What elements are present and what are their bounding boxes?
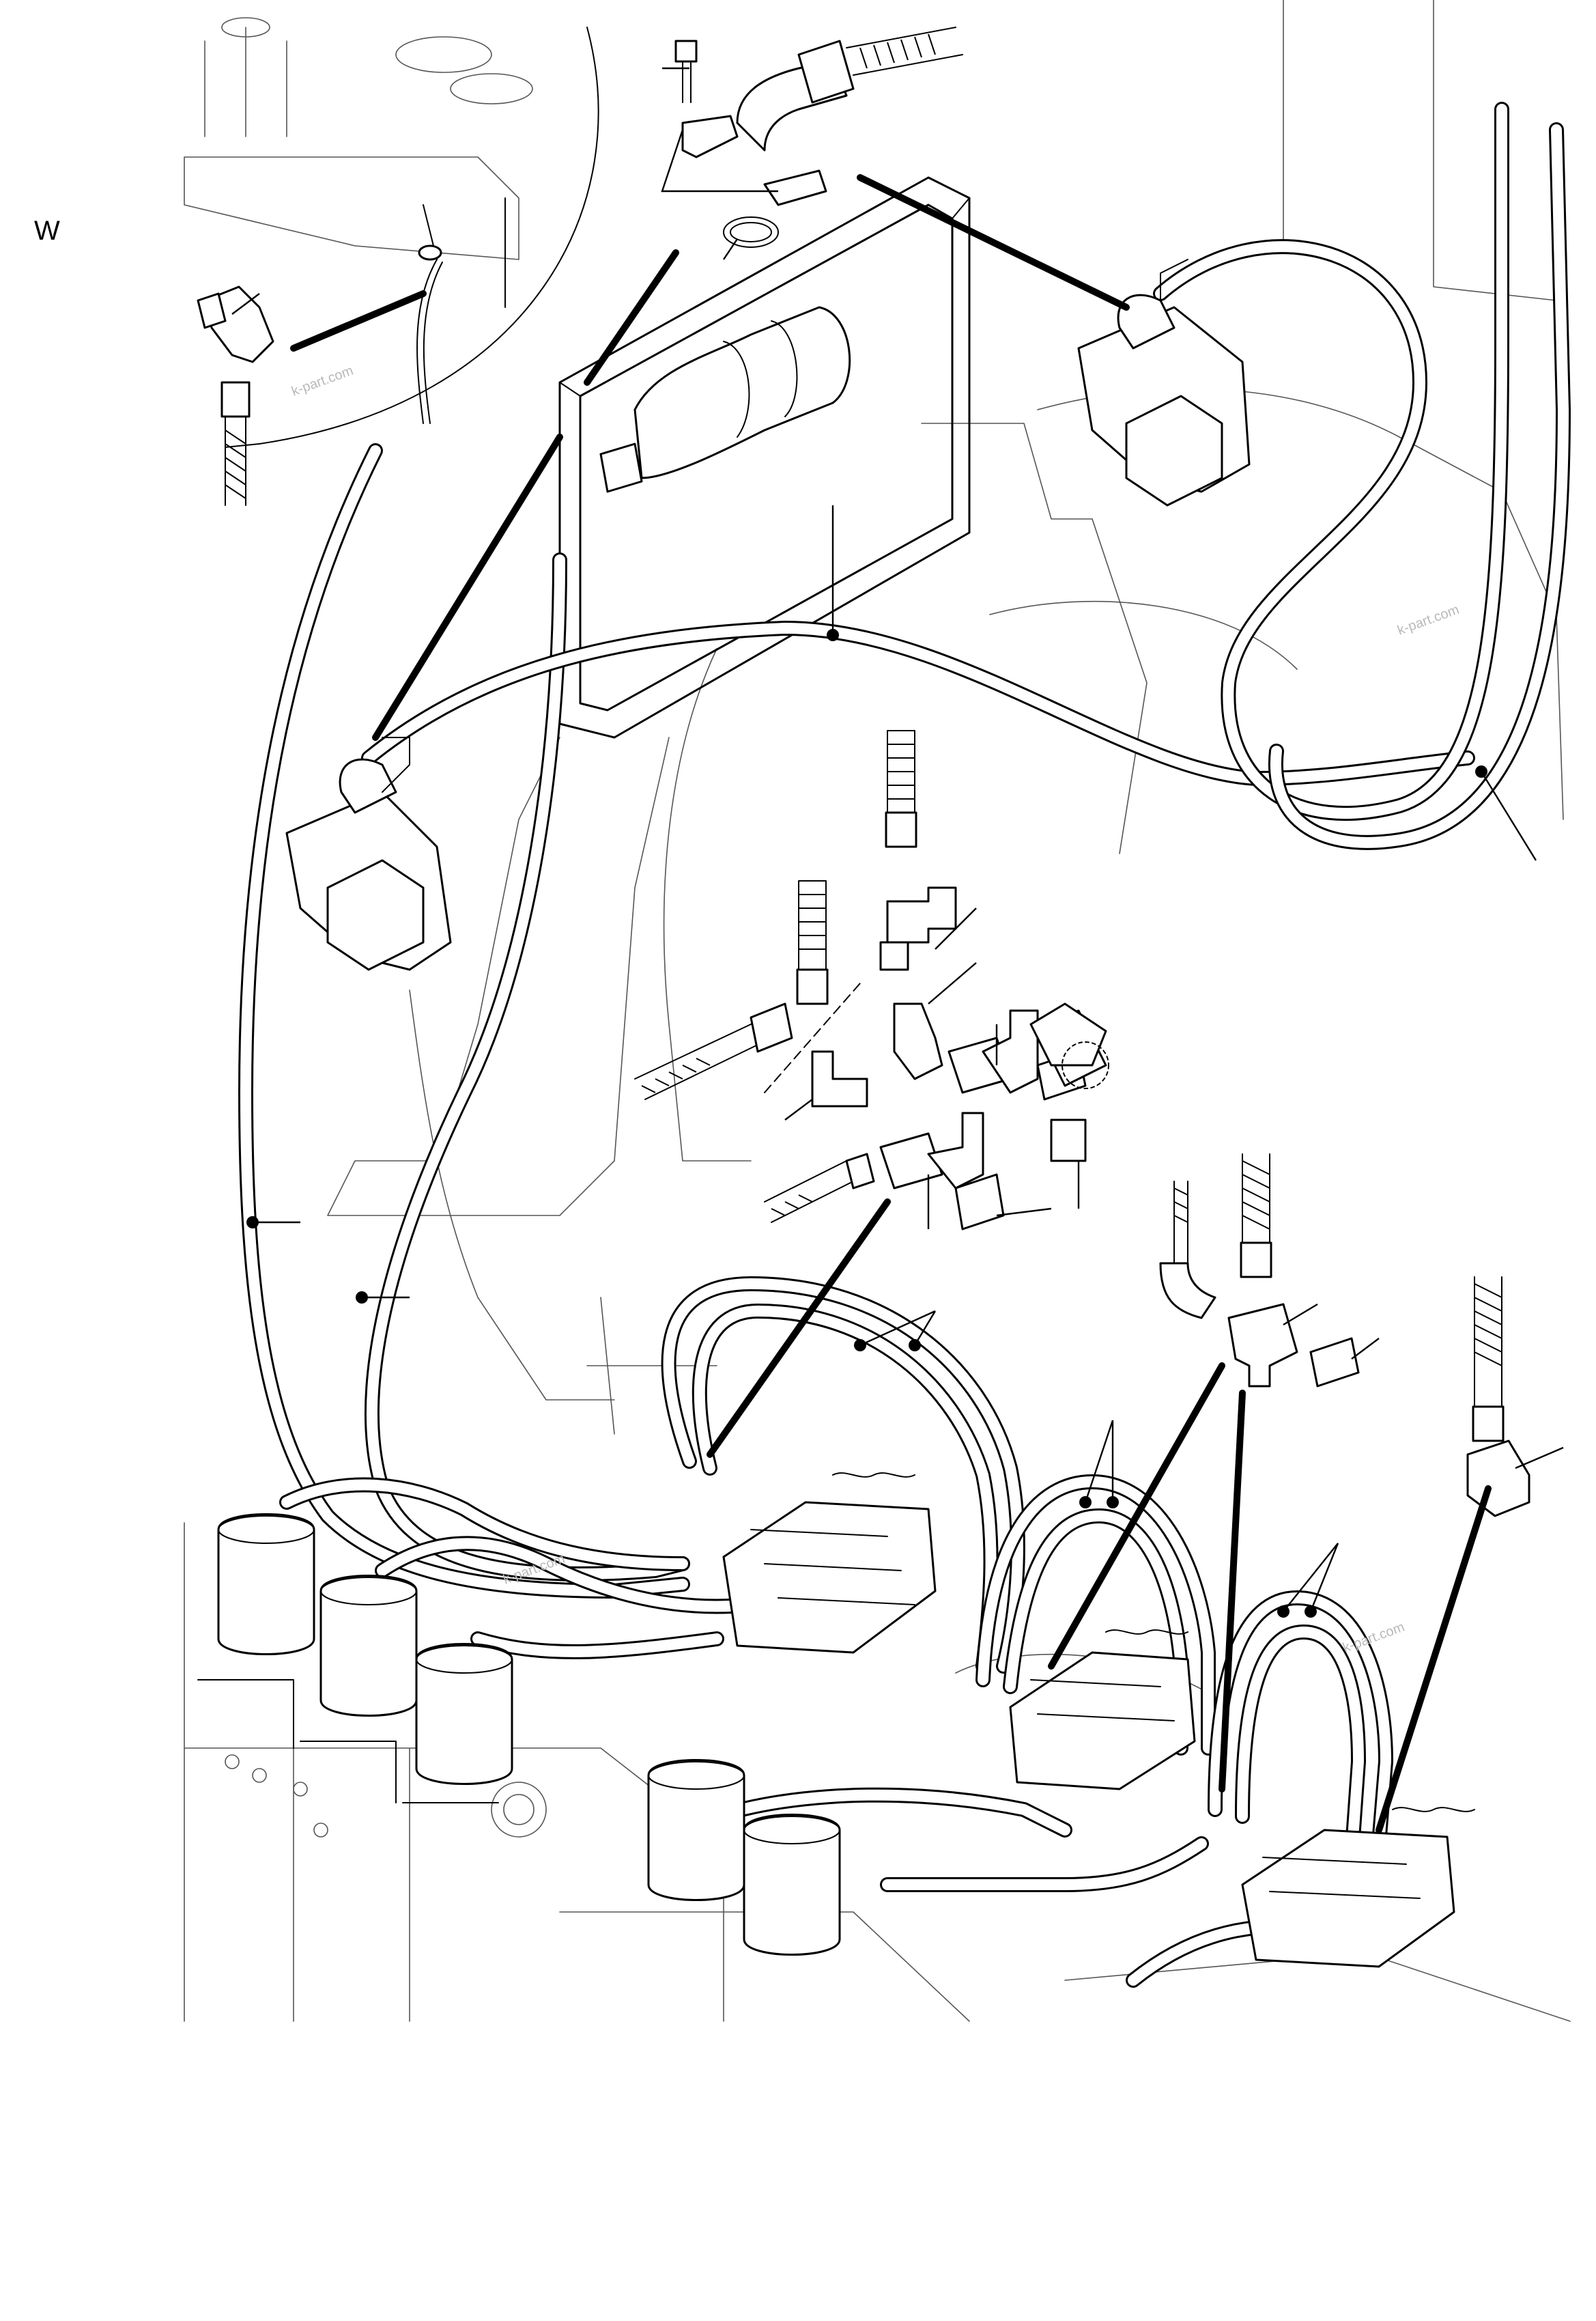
view-letter-label: W bbox=[34, 216, 60, 246]
hydraulic-motor-right bbox=[1077, 259, 1251, 507]
watermarks: k-part.com k-part.com k-part.com k-part.… bbox=[289, 363, 1461, 1656]
detail-view-w-inset bbox=[225, 27, 599, 448]
watermark-text: k-part.com bbox=[1395, 602, 1461, 638]
watermark-text: k-part.com bbox=[289, 363, 355, 399]
callout-leader-lines bbox=[231, 67, 1564, 1612]
fitting-details-right bbox=[1159, 1153, 1530, 1517]
elbow-fitting-inset bbox=[197, 285, 274, 506]
valve-blocks bbox=[722, 1472, 1475, 1968]
pointer-arrows bbox=[290, 174, 1492, 1833]
fitting-details-center bbox=[634, 730, 1109, 1230]
hydraulic-motor-left bbox=[285, 737, 452, 971]
clamp-bolt-detail bbox=[674, 27, 963, 248]
accumulator-cylinders bbox=[197, 1513, 841, 1956]
